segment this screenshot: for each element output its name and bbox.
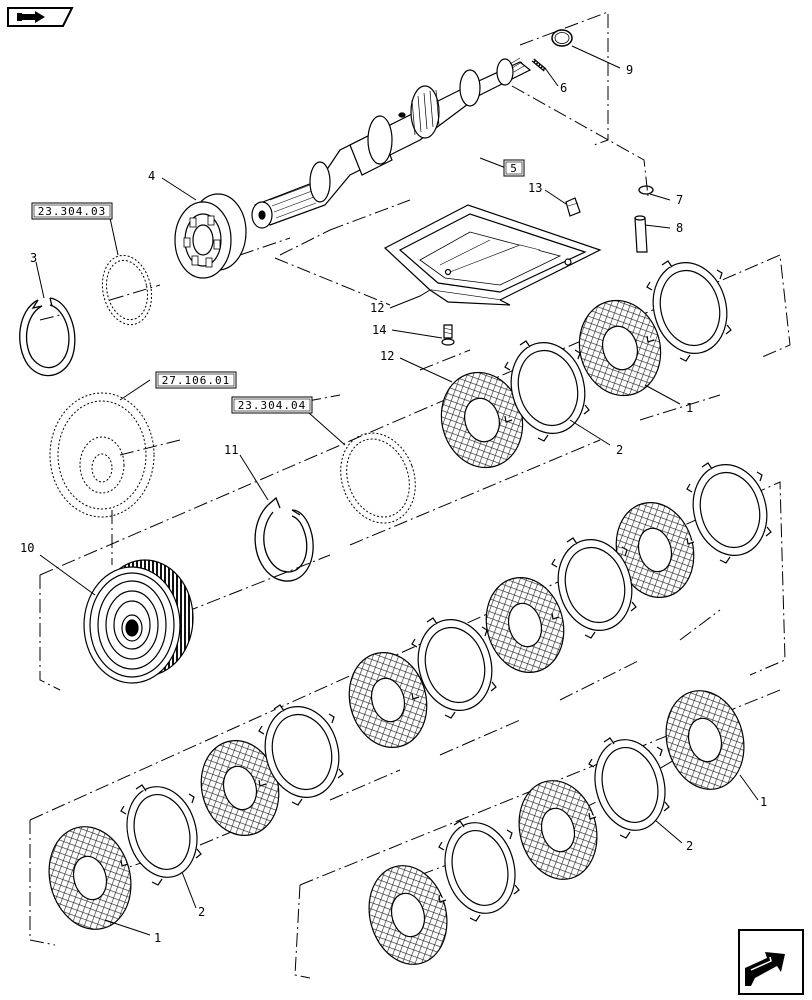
friction-disc-1-top <box>578 299 662 397</box>
part-9-o-ring <box>551 29 573 47</box>
ref-box-5[interactable]: 5 <box>503 159 525 177</box>
next-page-arrow-icon <box>738 929 804 995</box>
part-3-snap-ring <box>19 297 76 377</box>
callout-9: 9 <box>626 63 633 77</box>
friction-disc-mid-c <box>615 502 695 598</box>
callout-2-top: 2 <box>616 443 623 457</box>
steel-plate-top-a <box>504 340 590 442</box>
friction-disc-bottom-left <box>48 826 132 930</box>
callout-3: 3 <box>30 251 37 265</box>
reference-ring-23-304-03 <box>101 254 153 326</box>
friction-disc-bottom-b <box>518 780 598 880</box>
reference-disc-23-304-04 <box>340 432 416 524</box>
steel-plate-bottom-left <box>120 784 202 886</box>
part-7-snap-ring <box>638 185 654 195</box>
callout-4: 4 <box>148 169 155 183</box>
part-10-clutch-hub <box>83 559 194 684</box>
friction-disc-mid-d <box>200 740 280 836</box>
callout-6: 6 <box>560 81 567 95</box>
steel-plate-mid-a <box>258 704 344 806</box>
reference-gear-27-106-01 <box>49 392 155 518</box>
steel-plate-bottom-a <box>438 820 520 922</box>
part-12-cover <box>383 204 602 306</box>
callout-13: 13 <box>528 181 542 195</box>
callout-12-disc: 12 <box>380 349 394 363</box>
callout-2-right: 2 <box>686 839 693 853</box>
part-14-bolt <box>441 324 455 346</box>
callout-1-right: 1 <box>760 795 767 809</box>
callout-7: 7 <box>676 193 683 207</box>
ref-label-5: 5 <box>510 162 518 175</box>
callout-8: 8 <box>676 221 683 235</box>
steel-plate-bottom-b <box>588 737 670 839</box>
ref-label-23-304-04: 23.304.04 <box>238 399 307 412</box>
callout-11: 11 <box>224 443 238 457</box>
steel-plate-mid-c <box>551 537 637 639</box>
part-8-pin <box>634 215 648 253</box>
callout-1-top: 1 <box>686 401 693 415</box>
callout-10: 10 <box>20 541 34 555</box>
friction-disc-mid-b <box>485 577 565 673</box>
part-13-plug <box>565 197 581 217</box>
ref-box-23-304-03[interactable]: 23.304.03 <box>31 202 113 220</box>
steel-plate-top-b <box>646 260 732 362</box>
ref-box-23-304-04[interactable]: 23.304.04 <box>231 396 313 414</box>
ref-label-23-304-03: 23.304.03 <box>38 205 107 218</box>
friction-disc-bottom-c <box>665 690 745 790</box>
callout-12-cover: 12 <box>370 301 384 315</box>
leader-lines <box>35 45 759 936</box>
ref-label-27-106-01: 27.106.01 <box>162 374 231 387</box>
steel-plate-mid-b <box>411 617 497 719</box>
friction-disc-bottom-a <box>368 865 448 965</box>
back-arrow-icon <box>7 7 74 27</box>
steel-plate-mid-d <box>686 462 772 564</box>
ref-box-27-106-01[interactable]: 27.106.01 <box>155 371 237 389</box>
part-11-snap-ring <box>254 496 314 582</box>
part-4-bearing <box>174 193 247 279</box>
callout-1-left: 1 <box>154 931 161 945</box>
friction-disc-mid-a <box>348 652 428 748</box>
callout-14: 14 <box>372 323 386 337</box>
part-5-main-shaft <box>251 57 532 229</box>
friction-disc-12-top <box>440 371 524 469</box>
part-6-pin <box>531 58 547 72</box>
back-button[interactable] <box>5 5 75 29</box>
callout-2-left: 2 <box>198 905 205 919</box>
next-page-button[interactable] <box>737 928 805 996</box>
